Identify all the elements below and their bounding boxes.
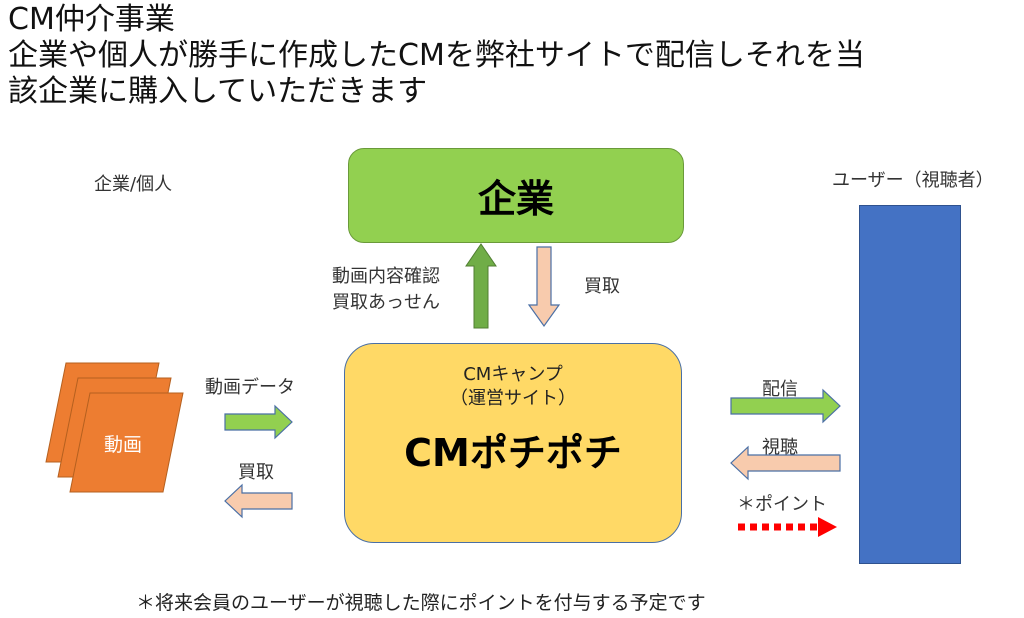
footnote: ＊将来会員のユーザーが視聴した際にポイントを付与する予定です bbox=[136, 592, 706, 614]
purchase-left-label: 買取 bbox=[238, 462, 274, 483]
purchase-top-label: 買取 bbox=[584, 276, 620, 297]
users-label: ユーザー（視聴者） bbox=[832, 170, 994, 191]
company-box: 企業 bbox=[348, 148, 684, 243]
video-label: 動画 bbox=[104, 434, 143, 456]
points-label: ＊ポイント bbox=[737, 494, 827, 515]
title-line-3: 該企業に購入していただきます bbox=[8, 74, 428, 109]
arrow-left-purchase-shape bbox=[224, 483, 293, 519]
site-box: CMキャンプ （運営サイト） CMポチポチ bbox=[344, 343, 682, 543]
site-sub-label-1: CMキャンプ bbox=[463, 364, 563, 385]
creators-label: 企業/個人 bbox=[94, 174, 173, 195]
arrow-left-purchase bbox=[224, 483, 293, 519]
company-box-label: 企業 bbox=[477, 177, 554, 221]
arrow-down-purchase bbox=[527, 246, 561, 328]
site-sub-label-2: （運営サイト） bbox=[450, 388, 576, 409]
arrow-right-points bbox=[738, 517, 837, 537]
users-bar bbox=[859, 205, 961, 564]
arrow-right-video-data bbox=[224, 404, 293, 440]
check-label-line-2: 買取あっせん bbox=[332, 292, 440, 313]
arrow-right-video-data-shape bbox=[224, 404, 293, 440]
arrow-up-check bbox=[465, 243, 497, 329]
check-label-line-1: 動画内容確認 bbox=[332, 266, 440, 287]
video-card-front bbox=[69, 392, 184, 493]
arrow-down-purchase-shape bbox=[527, 246, 561, 328]
distribute-label: 配信 bbox=[762, 379, 798, 400]
arrow-right-points-head bbox=[818, 517, 837, 537]
arrow-left-view bbox=[730, 445, 841, 481]
title-line-2: 企業や個人が勝手に作成したCMを弊社サイトで配信しそれを当 bbox=[8, 38, 865, 73]
view-label: 視聴 bbox=[762, 437, 798, 458]
video-stack bbox=[45, 362, 184, 493]
arrow-right-distribute bbox=[730, 388, 841, 424]
page-title: CM仲介事業 企業や個人が勝手に作成したCMを弊社サイトで配信しそれを当 該企業… bbox=[8, 2, 865, 110]
site-main-label: CMポチポチ bbox=[404, 431, 622, 475]
arrow-up-check-shape bbox=[465, 243, 497, 329]
arrow-right-distribute-shape bbox=[730, 388, 841, 424]
arrow-left-view-shape bbox=[730, 445, 841, 481]
check-label: 動画内容確認 買取あっせん bbox=[332, 264, 440, 316]
video-data-label: 動画データ bbox=[205, 377, 295, 398]
title-line-1: CM仲介事業 bbox=[8, 2, 175, 37]
